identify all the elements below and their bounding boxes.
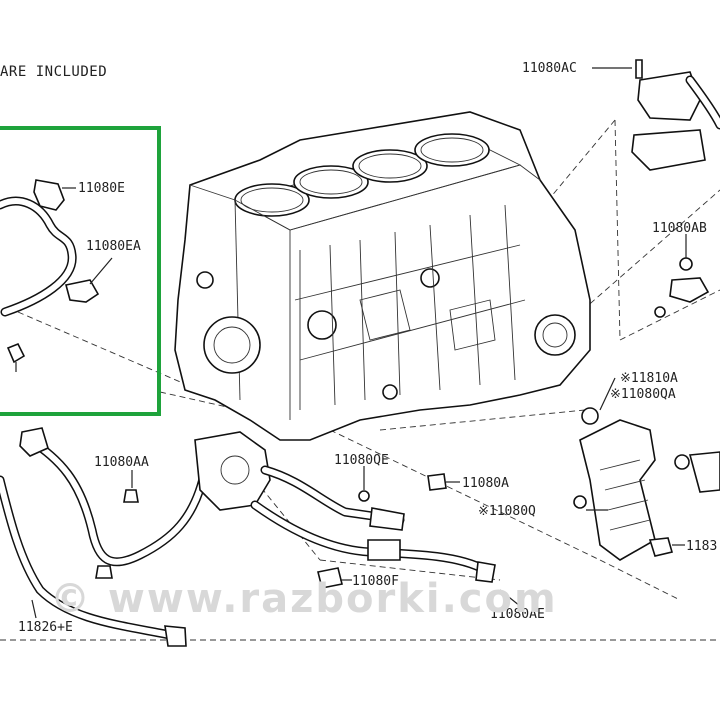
callout-11080aa: 11080AA [94, 455, 149, 470]
pipe-end [367, 539, 401, 561]
bolt [635, 59, 643, 79]
bolt [6, 342, 26, 364]
callout-11080ea: 11080EA [86, 239, 141, 254]
lower-hoses [0, 427, 496, 647]
hose-clip-11080E [33, 179, 65, 211]
water-outlet-assembly [631, 59, 720, 318]
o-ring [581, 407, 599, 425]
callout-11080q: ※11080Q [478, 504, 536, 519]
callout-11080ae: 11080AE [490, 607, 545, 622]
pipe-end [475, 561, 496, 583]
hose-clip-11080EA [65, 279, 100, 303]
washer [654, 306, 666, 318]
bracket [669, 277, 710, 303]
callout-1183: 1183 [686, 539, 717, 554]
bolt [427, 473, 447, 491]
o-ring [573, 495, 587, 509]
callout-11080ac: 11080AC [522, 61, 577, 76]
engine-block [174, 111, 591, 441]
callout-11080f: 11080F [352, 574, 399, 589]
callout-11810a: ※11810A [620, 371, 678, 386]
cylinder-bore-4 [414, 133, 490, 167]
pipe-end [369, 507, 405, 531]
gasket [631, 129, 706, 171]
callout-11080e: 11080E [78, 181, 125, 196]
oil-cooler-assembly [573, 407, 720, 561]
cylinder-bore-3 [352, 149, 428, 183]
o-ring [674, 454, 690, 470]
washer [358, 490, 370, 502]
highlight-box [0, 126, 161, 416]
callout-11080ab: 11080AB [652, 221, 707, 236]
bolt [123, 489, 139, 503]
water-outlet [637, 71, 701, 121]
heater-pipe-assembly [0, 179, 100, 372]
watermark: © www.razborki.com [50, 576, 558, 622]
callout-11080qa: ※11080QA [610, 387, 676, 402]
oil-cooler-housing [579, 419, 656, 561]
connector [688, 451, 720, 493]
bolt [679, 257, 693, 271]
front-seal-bore [203, 316, 261, 374]
bolt [648, 537, 673, 557]
cylinder-bore-2 [293, 165, 369, 199]
callout-labels: 11080AC 11080E 11080EA 11080AB ※11810A ※… [18, 61, 717, 635]
header-note: ARE INCLUDED [0, 64, 107, 80]
hose-end [164, 625, 187, 647]
callout-11826e: 11826+E [18, 620, 73, 635]
clip [95, 565, 113, 579]
clip-11080F [317, 567, 343, 589]
callout-11080qe: 11080QE [334, 453, 389, 468]
hose-end [19, 427, 49, 457]
callout-leaders [31, 67, 687, 619]
thermostat-housing [194, 431, 271, 511]
callout-11080a: 11080A [462, 476, 509, 491]
rear-flange [534, 314, 576, 356]
